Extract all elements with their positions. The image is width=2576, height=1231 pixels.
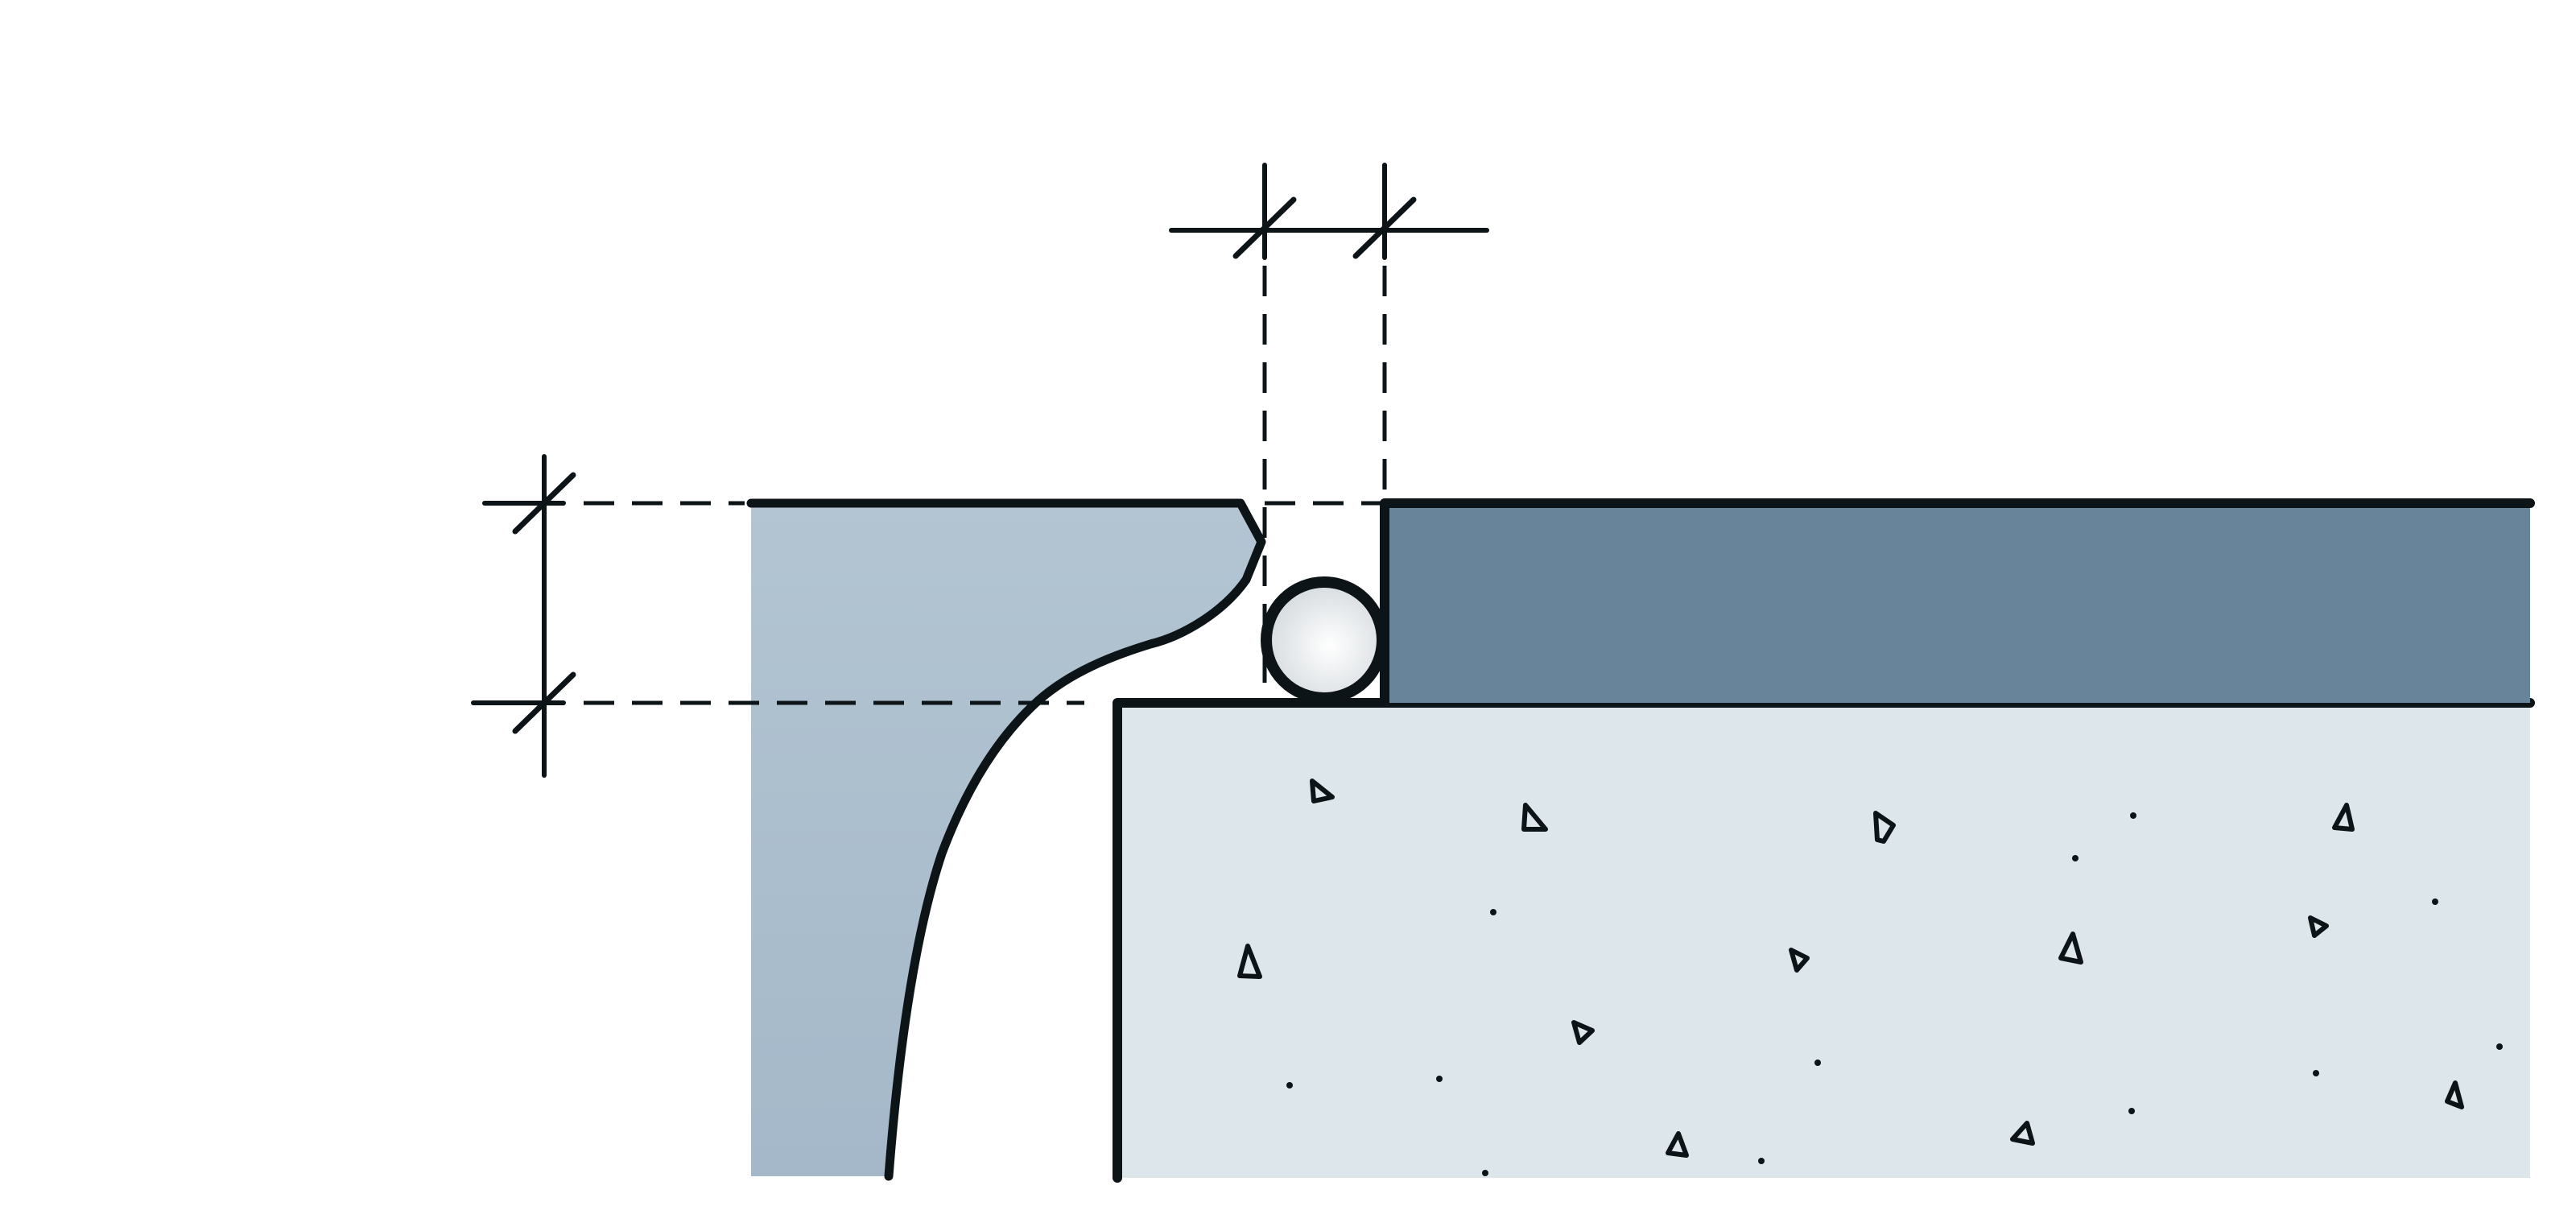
joint-width-dimension [1169,163,1489,692]
right-panel [1385,503,2530,703]
backer-rod [1261,576,1388,704]
left-panel-outline [746,498,1266,1181]
joint-depth-dimension [471,454,1084,778]
left-panel [751,503,1261,1176]
concrete-specks [1286,812,2503,1176]
concrete-aggregate [1237,779,2464,1158]
concrete-substrate [1117,703,2530,1178]
